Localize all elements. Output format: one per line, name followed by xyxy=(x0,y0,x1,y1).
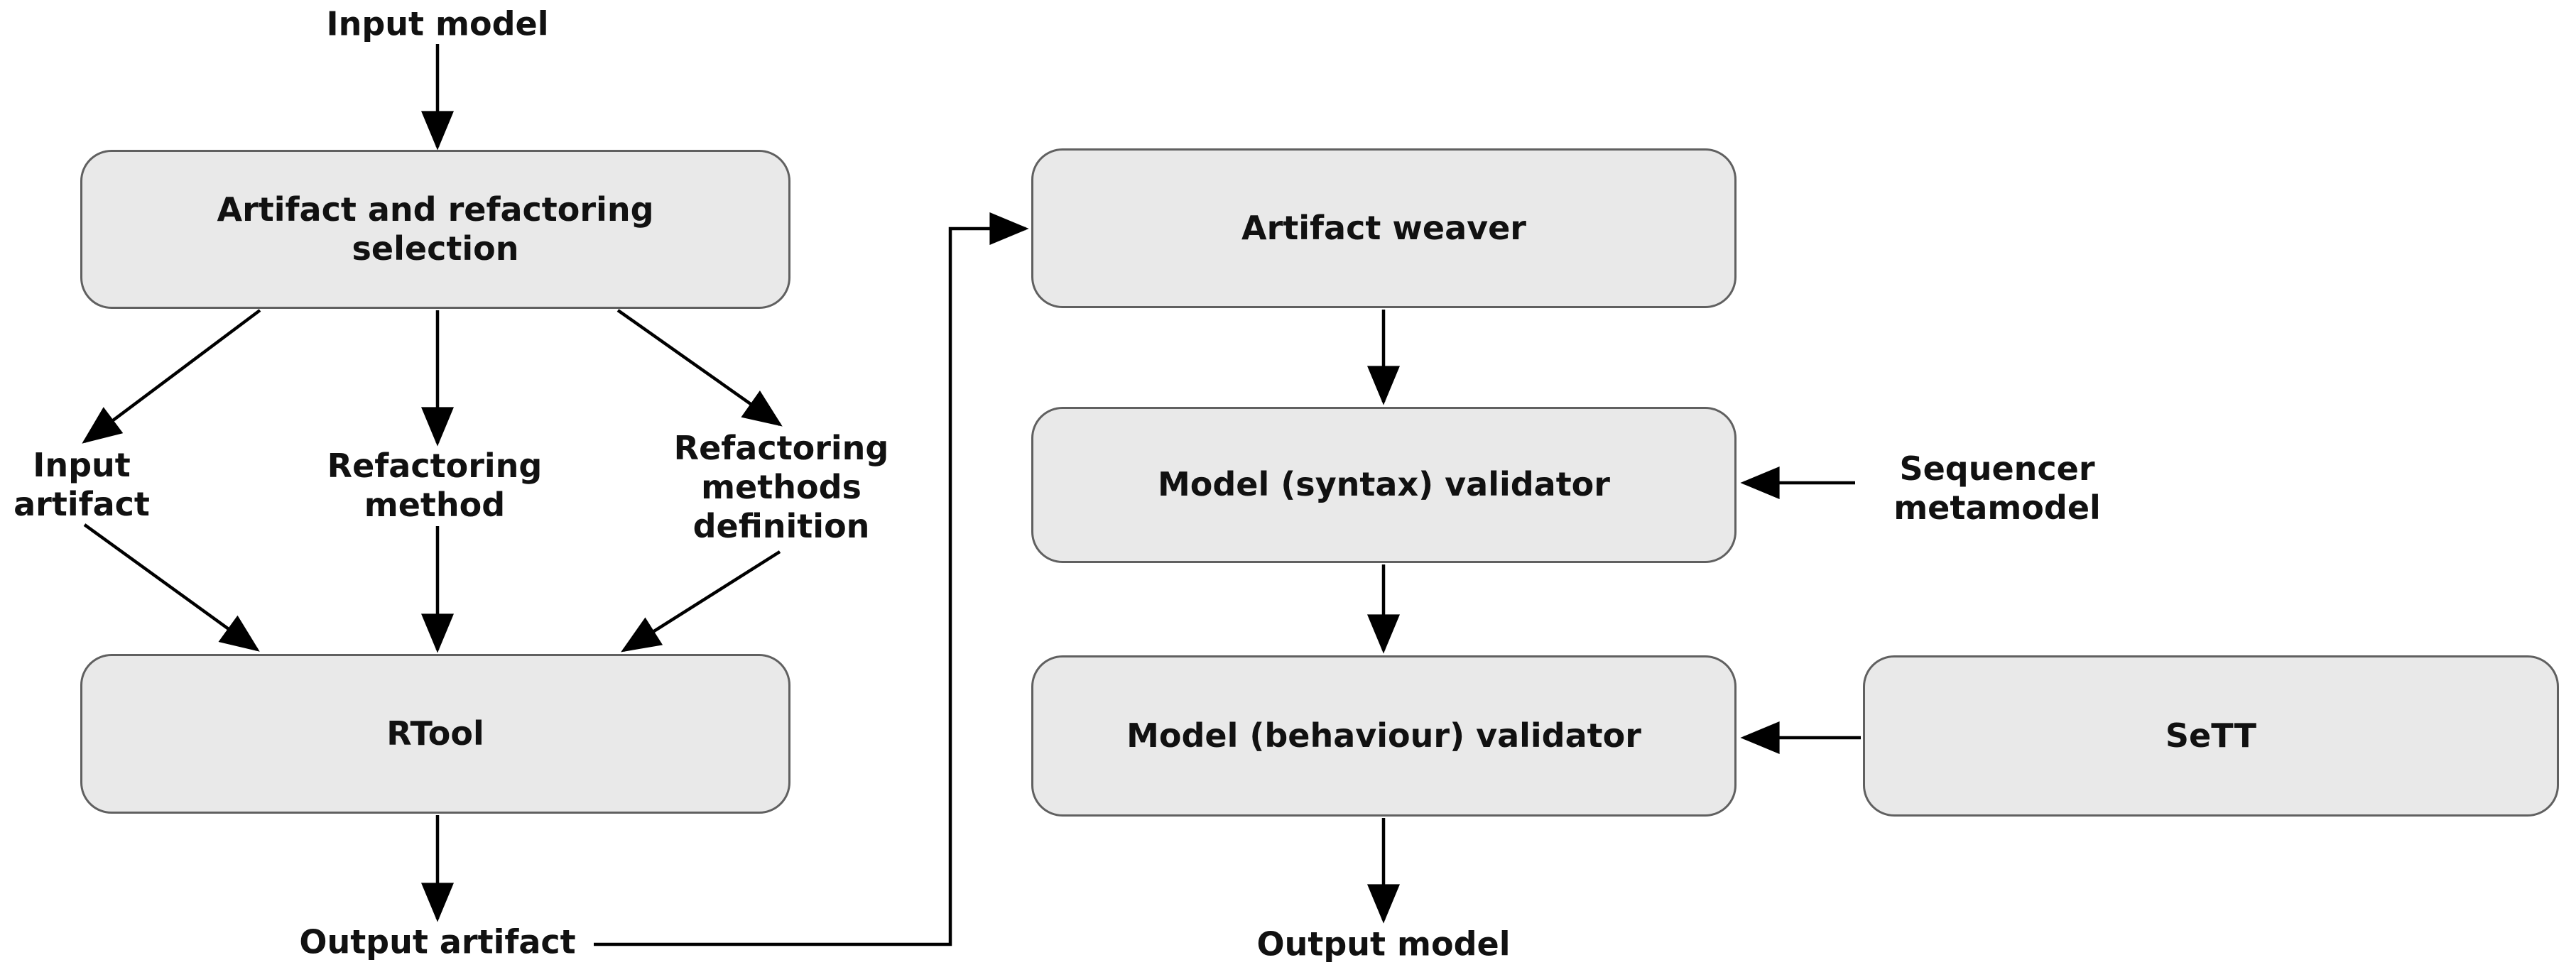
label-refactoring-methods-definition: Refactoring methods definition xyxy=(673,429,889,546)
label-output-artifact: Output artifact xyxy=(299,922,576,961)
node-artifact-and-refactoring-selection: Artifact and refactoring selection xyxy=(80,150,790,309)
label-sequencer-metamodel: Sequencer metamodel xyxy=(1893,449,2101,527)
label-output-model: Output model xyxy=(1256,924,1511,964)
arrow-selection-to-input-artifact xyxy=(82,309,261,444)
node-label: Model (behaviour) validator xyxy=(1126,716,1641,755)
label-input-artifact: Input artifact xyxy=(13,445,150,523)
arrow-methods-definition-to-rtool xyxy=(621,550,781,653)
node-label: Artifact weaver xyxy=(1241,208,1526,247)
node-label: Model (syntax) validator xyxy=(1158,465,1610,504)
arrow-output-artifact-to-artifact-weaver xyxy=(594,212,1029,946)
node-model-behaviour-validator: Model (behaviour) validator xyxy=(1031,655,1737,817)
label-input-model: Input model xyxy=(326,4,549,43)
arrow-input-artifact-to-rtool xyxy=(83,523,260,652)
node-label: RTool xyxy=(386,714,484,753)
label-refactoring-method: Refactoring method xyxy=(327,446,543,524)
node-model-syntax-validator: Model (syntax) validator xyxy=(1031,407,1737,563)
node-artifact-weaver: Artifact weaver xyxy=(1031,148,1737,308)
node-label: SeTT xyxy=(2165,716,2257,755)
node-rtool: RTool xyxy=(80,654,790,814)
node-sett: SeTT xyxy=(1863,655,2559,817)
arrow-selection-to-methods-definition xyxy=(616,309,783,427)
node-label: Artifact and refactoring selection xyxy=(217,190,654,268)
